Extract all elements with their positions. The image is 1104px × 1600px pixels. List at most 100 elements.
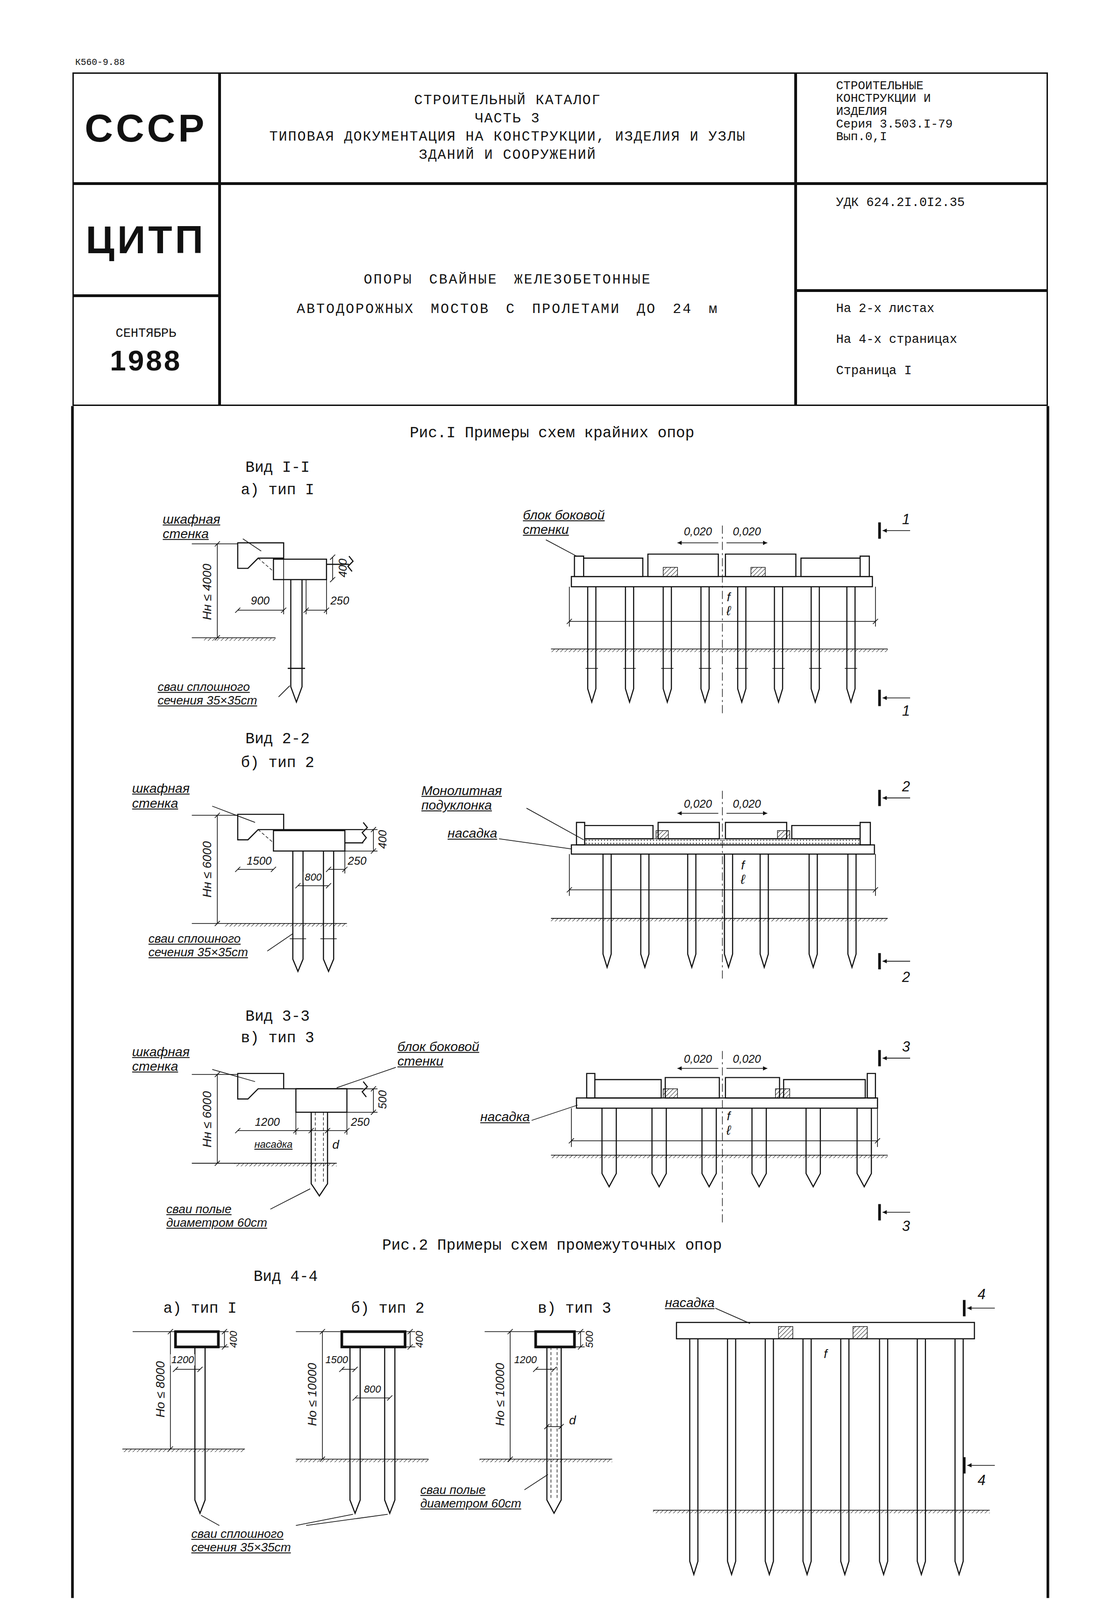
pile-cap — [295, 1089, 347, 1113]
axis-line — [722, 790, 723, 980]
part-label: сваи сплошного сечения 35×35cm — [157, 680, 275, 708]
section-arrow — [882, 961, 911, 962]
levelling-layer — [584, 839, 861, 846]
span-end — [283, 822, 368, 844]
part-label: насадка — [480, 1110, 530, 1125]
cell-text: СССР — [84, 106, 207, 150]
pile-cap — [175, 1331, 219, 1348]
part-label: сваи полые диаметром 60cm — [420, 1483, 523, 1511]
text-group: СТРОИТЕЛЬНЫЕ КОНСТРУКЦИИ И ИЗДЕЛИЯСерия … — [835, 79, 953, 144]
figure-caption: Рис.I Примеры схем крайних опор — [409, 425, 695, 442]
span-end — [283, 1081, 368, 1097]
pile-joint — [289, 938, 337, 940]
dimension-line — [235, 554, 335, 615]
type-label: а) тип I — [240, 482, 314, 499]
dimension: ℓ — [725, 1123, 732, 1138]
section-mark — [878, 1050, 882, 1221]
joint — [775, 1089, 791, 1099]
dimension: ℓ — [739, 872, 746, 887]
type-label: в) тип 3 — [537, 1300, 612, 1318]
cell-text: ЗДАНИЙ И СООРУЖЕНИЙ — [418, 146, 597, 165]
pile — [689, 1339, 963, 1575]
org-cell: СССР — [72, 72, 220, 184]
dimension: 400 — [227, 1331, 240, 1348]
cell-text: СЕНТЯБРЬ — [115, 325, 177, 342]
slope-value: 0,020 — [683, 525, 713, 538]
dimension: Hн ≤ 6000 — [200, 1090, 214, 1148]
joint — [663, 567, 678, 577]
sheets-cell: На 2-х листахНа 4-х страницахСтраница I — [795, 290, 1048, 406]
text-group: СТРОИТЕЛЬНЫЙ КАТАЛОГЧАСТЬ 3ТИПОВАЯ ДОКУМ… — [269, 91, 746, 165]
pile-cap — [273, 559, 327, 580]
dimension: 250 — [330, 594, 350, 607]
sheet-code: К560-9.88 — [75, 58, 125, 69]
pile-cap — [576, 1097, 878, 1109]
dimension: 800 — [303, 871, 323, 884]
date-cell: СЕНТЯБРЬ1988 — [72, 295, 220, 406]
hidden-line — [258, 829, 274, 843]
section-mark — [962, 1300, 966, 1474]
dimension: Hо ≤ 10000 — [493, 1363, 507, 1427]
part-label: Монолитная подуклонка — [421, 783, 524, 813]
slope-value: 0,020 — [733, 525, 762, 538]
joint — [655, 830, 669, 839]
dimension-line — [566, 586, 878, 627]
slope-value: 0,020 — [733, 1053, 762, 1066]
leader-line — [531, 1105, 578, 1121]
slope-arrow — [726, 542, 768, 544]
dimension: Hо ≤ 10000 — [305, 1363, 320, 1427]
dimension: 1200 — [513, 1354, 537, 1366]
dimension: 400 — [376, 830, 389, 849]
dimension: 400 — [336, 558, 350, 578]
section-arrow — [882, 1211, 911, 1213]
joint — [750, 567, 766, 577]
page-border — [72, 405, 1048, 1598]
type-label: б) тип 2 — [240, 754, 314, 772]
section-arrow — [967, 1308, 995, 1310]
slope-arrow — [726, 1068, 768, 1069]
dimension: f — [740, 858, 746, 873]
section-arrow — [967, 1465, 995, 1467]
cell-text: ЦИТП — [85, 218, 207, 262]
text-group: На 2-х листахНа 4-х страницахСтраница I — [835, 301, 957, 379]
part-label: шкафная стенка — [162, 512, 240, 542]
joint — [663, 1089, 678, 1099]
ground-hatch — [234, 1163, 337, 1167]
text-group: ЦИТП — [85, 218, 207, 262]
cell-text: СТРОИТЕЛЬНЫЙ КАТАЛОГ — [413, 91, 601, 110]
slope-arrow — [677, 1068, 719, 1069]
backwall — [237, 1073, 284, 1100]
text-group: СЕНТЯБРЬ1988 — [109, 325, 182, 377]
leader-line — [242, 538, 290, 698]
deck-slab — [574, 554, 870, 577]
cell-text: ЧАСТЬ 3 — [474, 109, 541, 129]
part-label: насадка — [254, 1139, 293, 1151]
pile-cap — [341, 1331, 406, 1348]
dimension: 500 — [584, 1331, 596, 1348]
leader-line — [200, 1474, 549, 1526]
dimension: 1200 — [254, 1116, 280, 1129]
ground-hatch — [204, 637, 276, 642]
pile — [287, 579, 306, 703]
pile-cap — [273, 830, 345, 852]
title-cell: ОПОРЫ СВАЙНЫЕ ЖЕЛЕЗОБЕТОННЫЕАВТОДОРОЖНЫХ… — [219, 183, 797, 406]
dimension-line — [235, 1086, 378, 1135]
dimension: f — [726, 590, 732, 604]
udc-cell: УДК 624.2I.0I2.35 — [795, 183, 1048, 291]
dimension: ℓ — [725, 604, 732, 619]
cell-text: На 2-х листах — [835, 301, 957, 317]
part-label: сваи полые диаметром 60cm — [166, 1202, 269, 1230]
section-arrow — [882, 797, 911, 799]
section-number: 1 — [902, 703, 911, 720]
part-label: насадка — [664, 1295, 715, 1311]
pile — [292, 851, 334, 972]
part-label: блок боковой стенки — [522, 507, 620, 537]
joint — [853, 1326, 868, 1340]
section-arrow — [882, 530, 911, 532]
view-label: Вид 4-4 — [253, 1268, 319, 1286]
view-label: Вид 3-3 — [245, 1008, 310, 1026]
dimension: 500 — [376, 1090, 389, 1110]
dimension: d — [569, 1413, 577, 1428]
dimension: d — [332, 1138, 340, 1152]
cell-text: Страница I — [835, 363, 957, 379]
